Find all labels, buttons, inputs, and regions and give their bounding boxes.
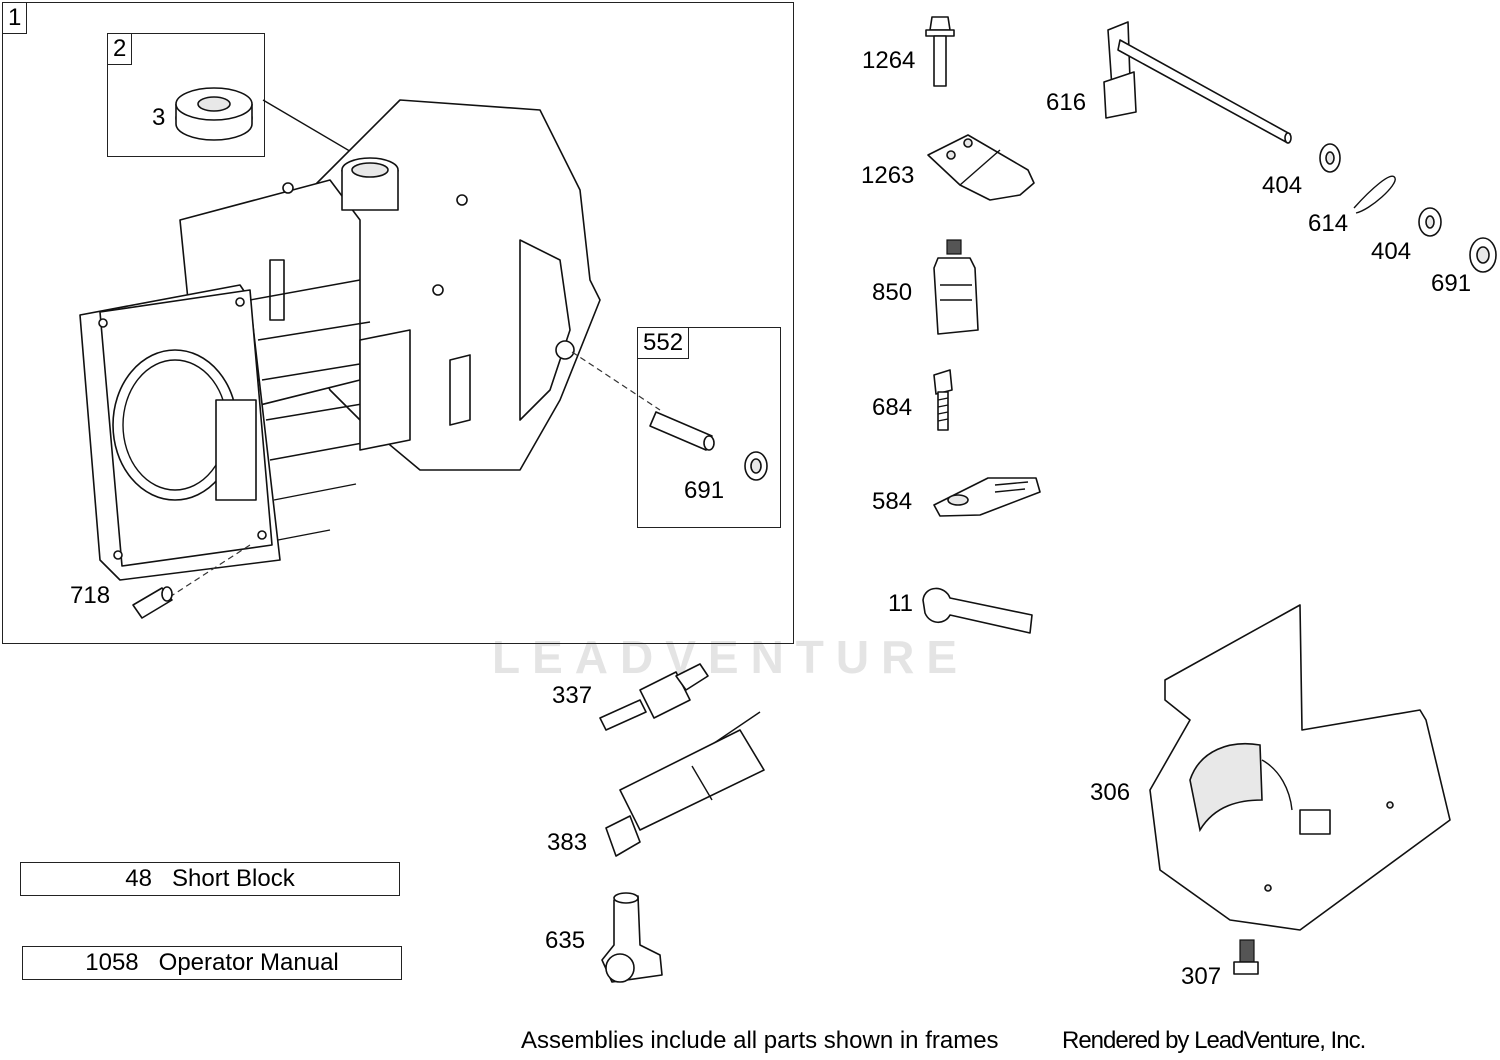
callout-850: 850 [872,279,913,306]
tube-part-11 [922,587,1033,634]
assemblies-note: Assemblies include all parts shown in fr… [521,1027,999,1054]
shroud-part-306 [1149,604,1451,931]
frame-1: 1 [2,2,794,644]
washer-part-404-a [1319,143,1341,173]
frame-tag: 1 [2,2,28,34]
callout-404: 404 [1371,238,1412,265]
callout-684: 684 [872,394,913,421]
note-text: Operator Manual [158,949,339,976]
bolt-part-1264 [925,16,955,87]
callout-691: 691 [1431,270,1472,297]
note-text: Short Block [172,865,295,892]
callout-307: 307 [1181,963,1222,990]
gasket-part-1263 [927,134,1035,201]
callout-616: 616 [1046,89,1087,116]
seal-part-691-a [744,451,768,481]
note-number: 48 [125,865,152,892]
note-operator-manual: 1058 Operator Manual [22,946,402,980]
washer-part-404-b [1418,207,1442,237]
note-number: 1058 [85,949,139,976]
callout-383: 383 [547,829,588,856]
callout-404: 404 [1262,172,1303,199]
clip-part-614 [1353,175,1396,214]
callout-1264: 1264 [862,47,916,74]
callout-584: 584 [872,488,913,515]
screw-part-684 [933,369,953,431]
callout-691: 691 [684,477,725,504]
seal-part-691-b [1469,237,1497,273]
dowel-part-718 [132,586,173,619]
frame-552: 552 [637,327,781,528]
wrench-part-383 [605,711,765,857]
spark-plug-part-337 [599,663,709,731]
callout-635: 635 [545,927,586,954]
sealant-part-850 [933,239,979,335]
frame-tag: 2 [107,33,133,65]
callout-337: 337 [552,682,593,709]
callout-614: 614 [1308,210,1349,237]
callout-718: 718 [70,582,111,609]
note-short-block: 48 Short Block [20,862,400,896]
callout-11: 11 [888,590,913,617]
cover-part-584 [933,477,1041,517]
callout-306: 306 [1090,779,1131,806]
rendered-by: Rendered by LeadVenture, Inc. [1062,1027,1366,1054]
screw-part-307 [1233,939,1259,975]
frame-tag: 552 [637,327,690,359]
shaft-part-616 [1103,21,1292,144]
callout-3: 3 [152,104,166,131]
boot-part-635 [601,892,663,983]
seal-part-3 [175,87,253,141]
engine-block-part-1 [79,99,601,581]
frame-2: 2 [107,33,265,157]
callout-1263: 1263 [861,162,915,189]
pin-part-552 [649,411,715,451]
watermark-text: LEADVENTURE [492,631,970,683]
